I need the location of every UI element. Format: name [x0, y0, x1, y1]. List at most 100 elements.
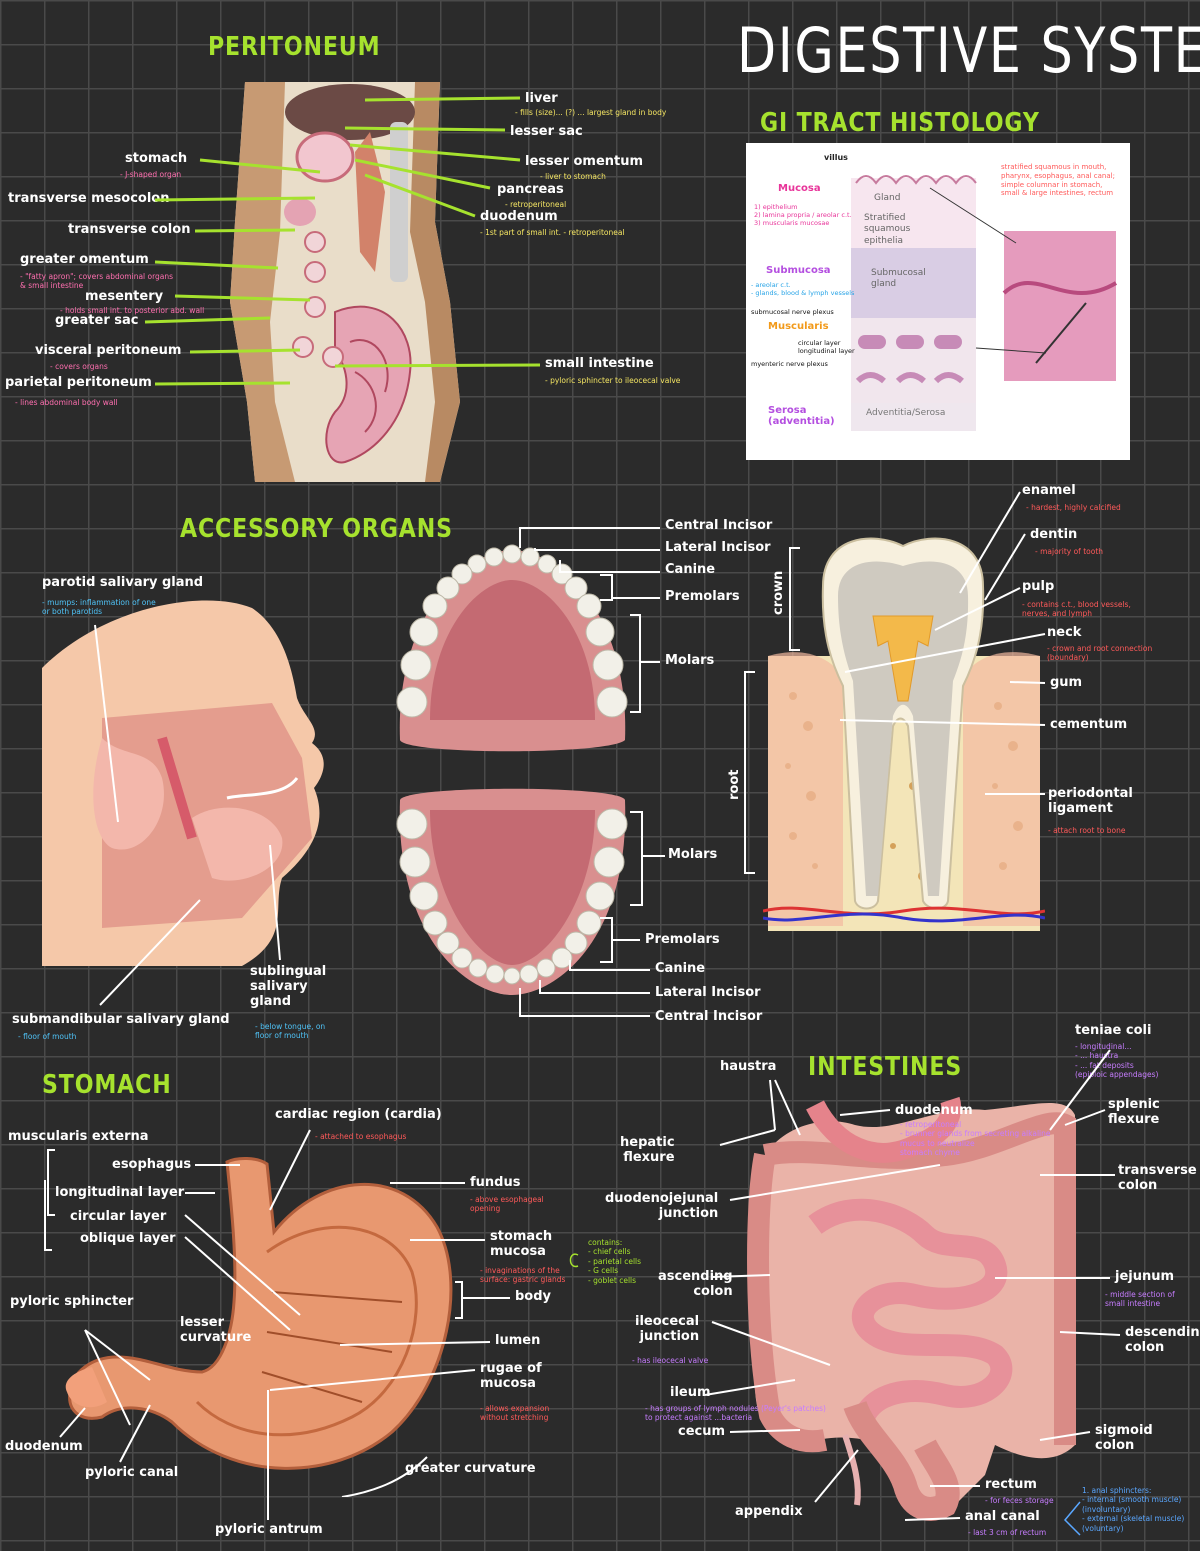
label-gum: gum — [1050, 675, 1083, 690]
note-stomach-mucosa: - invaginations of the surface: gastric … — [480, 1266, 566, 1285]
note-contains: contains: - chief cells - parietal cells… — [588, 1238, 642, 1285]
label-cardiac: cardiac region (cardia) — [275, 1107, 442, 1122]
label-parietal-peritoneum: parietal peritoneum — [5, 375, 152, 390]
label-root: root — [727, 769, 742, 801]
gi-myenteric: myenteric nerve plexus — [751, 360, 828, 368]
label-pyloric-canal: pyloric canal — [85, 1465, 179, 1480]
upper-tooth-1: Central Incisor — [665, 518, 773, 533]
gi-submucosa: Submucosa — [766, 265, 831, 276]
label-sigmoid-colon: sigmoid colon — [1095, 1423, 1153, 1453]
note-lesser-omentum: - liver to stomach — [540, 172, 606, 181]
label-dentin: dentin — [1030, 527, 1078, 542]
label-longitudinal: longitudinal layer — [55, 1185, 185, 1200]
label-cementum: cementum — [1050, 717, 1128, 732]
note-periodontal: - attach root to bone — [1048, 826, 1126, 835]
label-visceral-peritoneum: visceral peritoneum — [35, 343, 182, 358]
note-liver: - fills (size)... (?) ... largest gland … — [515, 108, 667, 117]
label-parotid: parotid salivary gland — [42, 575, 204, 590]
label-ascending-colon: ascending colon — [658, 1269, 733, 1299]
gi-muscularis-notes: circular layer longitudinal layer — [798, 339, 855, 356]
gi-mucosa-notes: 1) epithelium 2) lamina propria / areola… — [754, 203, 852, 228]
note-fundus: - above esophageal opening — [470, 1195, 544, 1214]
label-stomach: stomach — [125, 151, 188, 166]
label-appendix: appendix — [735, 1504, 803, 1519]
label-greater-omentum: greater omentum — [20, 252, 149, 267]
upper-tooth-5: Molars — [665, 653, 715, 668]
note-pulp: - contains c.t., blood vessels, nerves, … — [1022, 600, 1131, 619]
gi-histology-heading: GI TRACT HISTOLOGY — [760, 108, 1040, 138]
label-body: body — [515, 1289, 552, 1304]
label-duodenum-int: duodenum — [895, 1103, 973, 1118]
label-splenic-flexure: splenic flexure — [1108, 1097, 1160, 1127]
label-transverse-mesocolon: transverse mesocolon — [8, 191, 170, 206]
label-rectum: rectum — [985, 1477, 1037, 1492]
note-sublingual: - below tongue, on floor of mouth — [255, 1022, 326, 1041]
gi-submucosal-plexus: submucosal nerve plexus — [751, 308, 834, 316]
gi-muscularis: Muscularis — [768, 321, 829, 332]
fig-epithelia: Stratified squamous epithelia — [864, 213, 911, 246]
note-duodenum-peri: - 1st part of small int. - retroperitone… — [480, 228, 625, 237]
note-parotid: - mumps: inflammation of one or both par… — [42, 598, 156, 617]
note-teniae: - longitudinal... - ... haustra - ... fa… — [1075, 1042, 1159, 1080]
lower-tooth-2: Premolars — [645, 932, 720, 947]
label-stomach-mucosa: stomach mucosa — [490, 1229, 553, 1259]
note-ileocecal: - has ileocecal valve — [632, 1356, 709, 1365]
lower-tooth-5: Central Incisor — [655, 1009, 763, 1024]
label-hepatic-flexure: hepatic flexure — [620, 1135, 675, 1165]
label-greater-sac: greater sac — [55, 313, 139, 328]
note-anal: - last 3 cm of rectum — [968, 1528, 1047, 1537]
label-submandibular: submandibular salivary gland — [12, 1012, 230, 1027]
label-pyloric-sphincter: pyloric sphincter — [10, 1294, 134, 1309]
label-neck: neck — [1047, 625, 1082, 640]
note-rugae: - allows expansion without stretching — [480, 1404, 550, 1423]
note-cardiac: - attached to esophagus — [315, 1132, 407, 1141]
page-title: DIGESTIVE SYSTEM — [737, 14, 1200, 87]
label-mesentery: mesentery — [85, 289, 164, 304]
upper-tooth-3: Canine — [665, 562, 716, 577]
note-greater-omentum: - "fatty apron"; covers abdominal organs… — [20, 272, 174, 291]
label-periodontal: periodontal ligament — [1048, 786, 1133, 816]
peritoneum-heading: PERITONEUM — [208, 32, 381, 62]
lower-tooth-4: Lateral Incisor — [655, 985, 761, 1000]
label-ileum: ileum — [670, 1385, 711, 1400]
gi-submucosa-notes: - areolar c.t. - glands, blood & lymph v… — [751, 281, 855, 298]
label-circular: circular layer — [70, 1209, 167, 1224]
label-lesser-curvature: lesser curvature — [180, 1315, 252, 1345]
label-pyloric-antrum: pyloric antrum — [215, 1522, 323, 1537]
intestines-heading: INTESTINES — [808, 1052, 963, 1082]
gi-top-note: stratified squamous in mouth, pharynx, e… — [1001, 163, 1115, 198]
tooth-figure — [763, 537, 1045, 931]
label-lumen: lumen — [495, 1333, 541, 1348]
note-stomach: - J-shaped organ — [120, 170, 182, 179]
label-small-intestine-peri: small intestine — [545, 356, 654, 371]
label-anal-canal: anal canal — [965, 1509, 1040, 1524]
gi-villus: villus — [824, 153, 848, 162]
label-teniae-coli: teniae coli — [1075, 1023, 1152, 1038]
fig-submucosal-gland: Submucosal gland — [871, 268, 926, 290]
label-duodenum-stomach: duodenum — [5, 1439, 83, 1454]
label-pulp: pulp — [1022, 579, 1055, 594]
note-sphincters: 1. anal sphincters: - internal (smooth m… — [1082, 1486, 1185, 1533]
label-lesser-sac: lesser sac — [510, 124, 583, 139]
fig-adventitia: Adventitia/Serosa — [866, 408, 946, 418]
fig-gland: Gland — [874, 193, 901, 203]
note-small-intestine: - pyloric sphincter to ileocecal valve — [545, 376, 681, 385]
label-lesser-omentum: lesser omentum — [525, 154, 644, 169]
note-rectum: - for feces storage — [985, 1496, 1054, 1505]
lower-tooth-3: Canine — [655, 961, 706, 976]
peritoneum-figure — [230, 82, 460, 482]
label-duodenojejunal: duodenojejunal junction — [605, 1191, 719, 1221]
lower-tooth-1: Molars — [668, 847, 718, 862]
label-transverse-colon-peri: transverse colon — [68, 222, 191, 237]
dental-arches — [396, 544, 628, 995]
note-ileum: - has groups of lymph nodules (Peyer's p… — [645, 1404, 826, 1423]
label-transverse-colon-int: transverse colon — [1118, 1163, 1197, 1193]
gi-histology-panel: Gland Stratified squamous epithelia Subm… — [746, 143, 1130, 460]
label-greater-curvature: greater curvature — [405, 1461, 536, 1476]
label-oblique: oblique layer — [80, 1231, 176, 1246]
stomach-figure — [65, 1157, 453, 1497]
label-esophagus: esophagus — [112, 1157, 192, 1172]
label-crown: crown — [771, 570, 786, 615]
note-parietal: - lines abdominal body wall — [15, 398, 118, 407]
upper-tooth-2: Lateral Incisor — [665, 540, 771, 555]
